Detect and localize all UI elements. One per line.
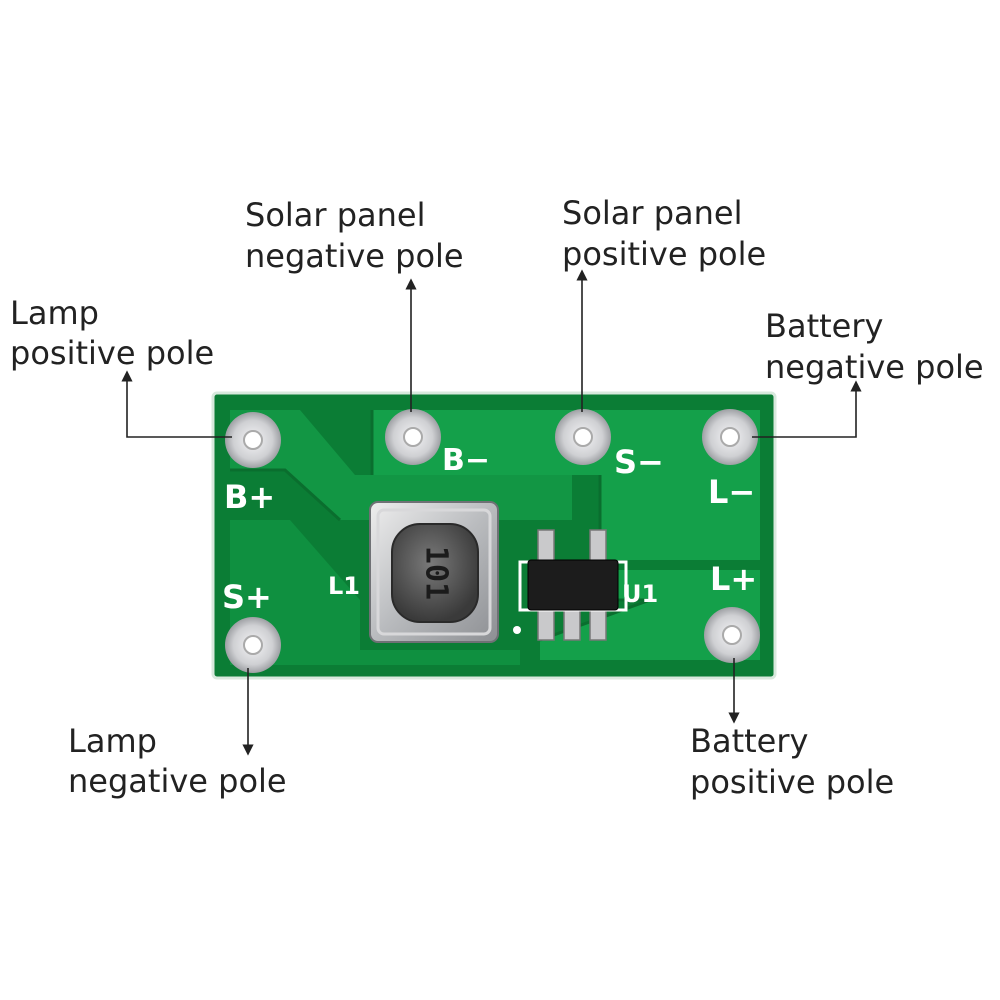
ic-body: [527, 559, 619, 611]
callout-solar-negative-line2: negative pole: [245, 237, 464, 275]
ic-pin: [537, 529, 555, 563]
silkscreen-labels: B− S− L− B+ S+ L+ L1 U1: [222, 443, 757, 616]
ic-u1: [513, 529, 628, 641]
ic-pin: [589, 529, 607, 563]
callout-solar-negative-line1: Solar panel: [245, 196, 426, 234]
callout-battery-positive-line2: positive pole: [690, 763, 894, 801]
silk-b-plus: B+: [224, 478, 275, 516]
pad-s-minus: [555, 409, 611, 465]
pad-s-plus: [225, 617, 281, 673]
pcb-board-edge: [211, 391, 777, 680]
callout-lamp-negative-line1: Lamp: [68, 722, 157, 760]
silk-u1: U1: [622, 580, 658, 608]
callout-battery-positive: Battery positive pole: [690, 722, 894, 801]
pcb-trace-outline: [230, 410, 651, 642]
leader-lamp-positive: [121, 370, 232, 438]
callout-battery-negative: Battery negative pole: [765, 307, 984, 386]
callout-solar-positive-line2: positive pole: [562, 235, 766, 273]
leader-lines: [121, 269, 862, 756]
callout-lamp-negative-line2: negative pole: [68, 762, 287, 800]
callout-lamp-positive-line1: Lamp: [10, 294, 99, 332]
leader-battery-negative: [752, 380, 862, 438]
pcb-copper-pour-left: [230, 410, 572, 520]
pad-l-minus: [702, 409, 758, 465]
solder-pads: [225, 409, 760, 673]
inductor-marking: 101: [419, 546, 454, 600]
callout-lamp-positive: Lamp positive pole: [10, 294, 214, 372]
pad-b-minus: [385, 409, 441, 465]
callout-battery-negative-line1: Battery: [765, 307, 883, 345]
silk-s-minus: S−: [614, 443, 664, 481]
silk-b-minus: B−: [442, 443, 490, 478]
callout-lamp-positive-line2: positive pole: [10, 334, 214, 372]
silk-l-plus: L+: [710, 560, 757, 598]
callout-solar-negative: Solar panel negative pole: [245, 196, 464, 275]
ic-pin1-dot: [513, 626, 521, 634]
inductor-l1: 101: [369, 501, 499, 643]
silk-l-minus: L−: [708, 473, 755, 511]
callout-lamp-negative: Lamp negative pole: [68, 722, 287, 800]
callout-battery-negative-line2: negative pole: [765, 348, 984, 386]
callout-solar-positive: Solar panel positive pole: [562, 194, 766, 273]
pad-b-plus: [225, 412, 281, 468]
silk-l1: L1: [328, 572, 360, 600]
inductor-core: [391, 523, 479, 623]
callout-solar-positive-line1: Solar panel: [562, 194, 743, 232]
pcb-copper-pour-bottom: [230, 520, 520, 665]
pcb-copper-pour-top: [372, 410, 760, 560]
silk-s-plus: S+: [222, 578, 272, 616]
callout-battery-positive-line1: Battery: [690, 722, 808, 760]
pad-l-plus: [704, 607, 760, 663]
